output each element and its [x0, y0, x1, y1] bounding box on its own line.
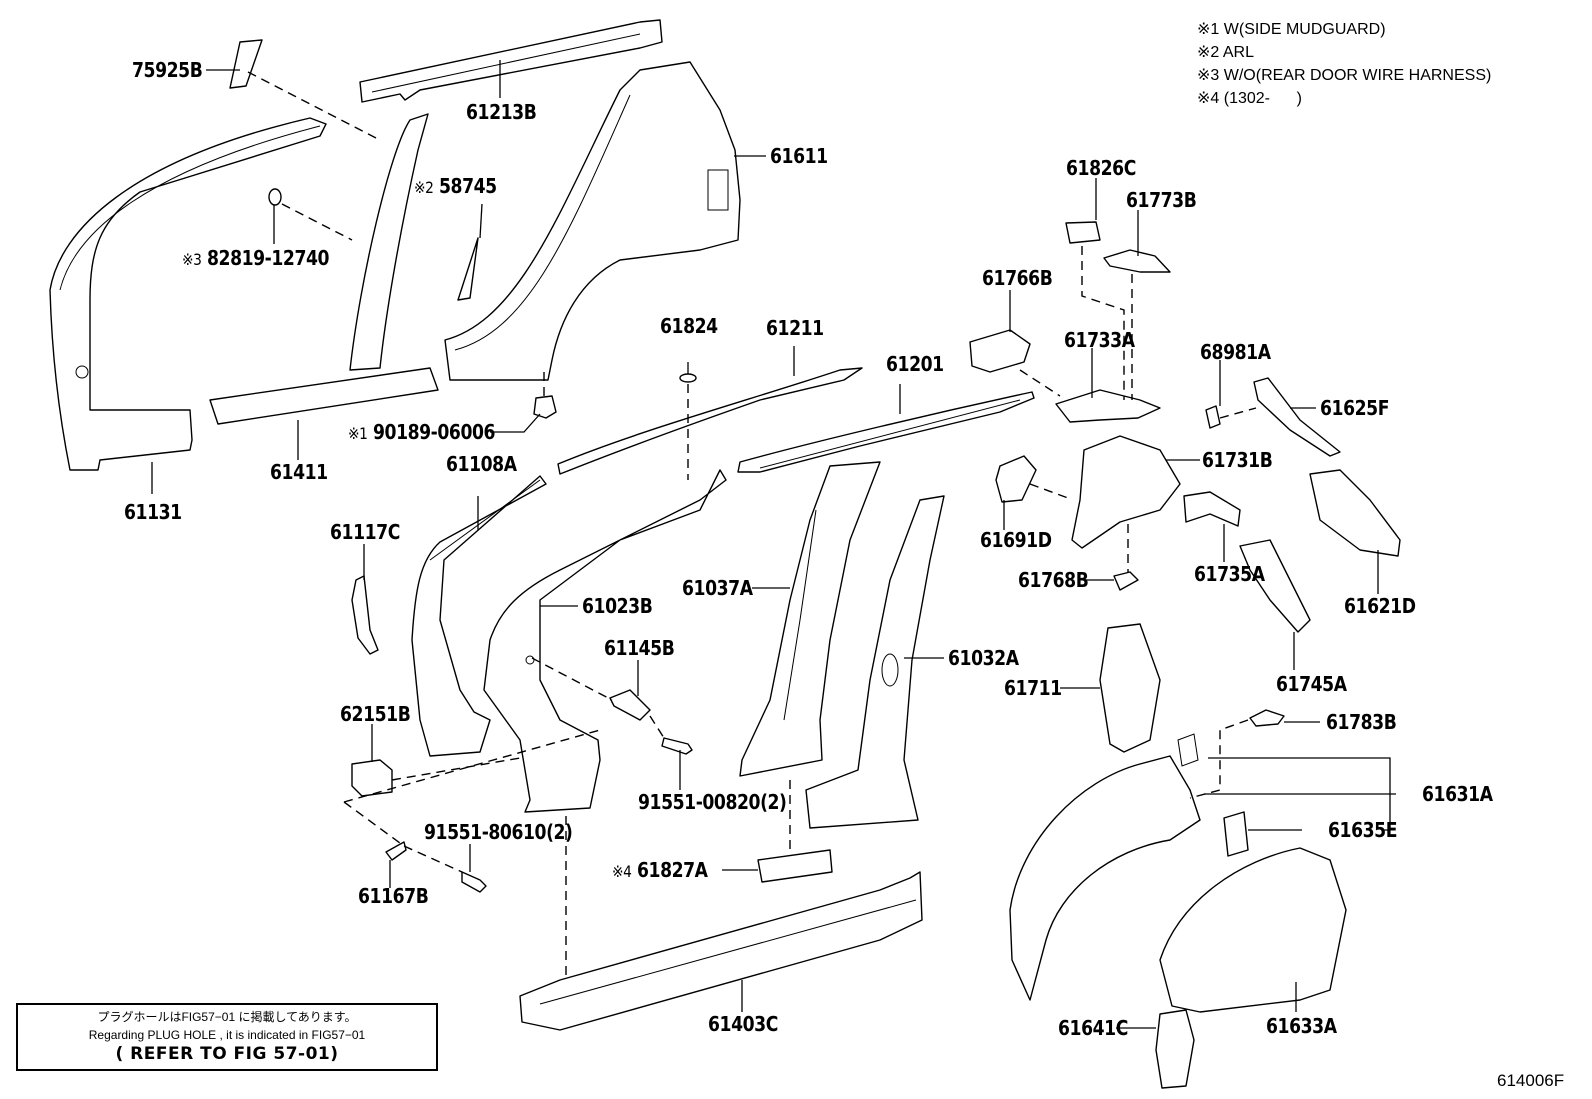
note-3: ※3 W/O(REAR DOOR WIRE HARNESS) — [1197, 67, 1492, 84]
label-62151B[interactable]: 62151B — [340, 702, 411, 726]
notes-legend: ※1 W(SIDE MUDGUARD) ※2 ARL ※3 W/O(REAR D… — [1197, 18, 1491, 110]
note-mark: ※3 — [182, 250, 202, 269]
part-61766B[interactable] — [969, 329, 1031, 373]
part-61633A[interactable] — [1159, 847, 1347, 1013]
label-61117C[interactable]: 61117C — [330, 520, 400, 544]
part-61211[interactable] — [557, 367, 863, 475]
label-61635E[interactable]: 61635E — [1328, 818, 1398, 842]
label-61633A[interactable]: 61633A — [1266, 1014, 1337, 1038]
label-61745A[interactable]: 61745A — [1276, 672, 1347, 696]
label-61735A[interactable]: 61735A — [1194, 562, 1265, 586]
part-90189-06006[interactable] — [533, 395, 557, 419]
part-82819-12740[interactable] — [268, 188, 282, 206]
part-61691D[interactable] — [995, 455, 1037, 503]
label-61037A[interactable]: 61037A — [682, 576, 753, 600]
label-61201[interactable]: 61201 — [886, 352, 944, 376]
part-61635E[interactable] — [1223, 811, 1249, 857]
part-61711[interactable] — [1099, 623, 1161, 753]
part-75925B[interactable] — [229, 39, 263, 89]
part-68981A[interactable] — [1205, 405, 1221, 429]
label-61023B[interactable]: 61023B — [582, 594, 653, 618]
label-91551-80610[interactable]: 91551-80610(2) — [424, 820, 573, 844]
note-2: ※2 ARL — [1197, 44, 1254, 61]
note-4: ※4 (1302- ) — [1197, 90, 1303, 107]
label-61211[interactable]: 61211 — [766, 316, 824, 340]
part-61037A[interactable] — [739, 461, 881, 777]
label-61403C[interactable]: 61403C — [708, 1012, 778, 1036]
label-61167B[interactable]: 61167B — [358, 884, 429, 908]
label-61611[interactable]: 61611 — [770, 144, 828, 168]
part-61411[interactable] — [209, 113, 439, 425]
label-61641C[interactable]: 61641C — [1058, 1016, 1128, 1040]
label-61827A[interactable]: ※4 61827A — [612, 858, 708, 882]
part-61731B[interactable] — [1071, 435, 1181, 549]
label-61213B[interactable]: 61213B — [466, 100, 537, 124]
label-61691D[interactable]: 61691D — [980, 528, 1052, 552]
reference-note-en: Regarding PLUG HOLE , it is indicated in… — [88, 1028, 366, 1042]
note-mark: ※4 — [612, 862, 632, 881]
part-61826C[interactable] — [1065, 221, 1101, 244]
part-58745[interactable] — [457, 237, 479, 301]
label-61411[interactable]: 61411 — [270, 460, 328, 484]
reference-link[interactable]: ( REFER TO FIG 57-01) — [115, 1044, 339, 1064]
note-mark: ※1 — [348, 424, 368, 443]
label-90189-06006[interactable]: ※1 90189-06006 — [348, 420, 496, 444]
part-61611[interactable] — [444, 61, 741, 381]
label-61631A[interactable]: 61631A — [1422, 782, 1493, 806]
label-61621D[interactable]: 61621D — [1344, 594, 1416, 618]
part-61108A[interactable] — [411, 475, 547, 757]
part-91551-80610[interactable] — [461, 871, 487, 893]
label-61625F[interactable]: 61625F — [1320, 396, 1390, 420]
note-1: ※1 W(SIDE MUDGUARD) — [1197, 21, 1386, 38]
part-62151B[interactable] — [351, 759, 393, 797]
part-61783B[interactable] — [1249, 709, 1285, 727]
label-61824[interactable]: 61824 — [660, 314, 718, 338]
label-61108A[interactable]: 61108A — [446, 452, 517, 476]
part-61641C[interactable] — [1155, 1009, 1195, 1089]
note-mark: ※2 — [414, 178, 434, 197]
label-61731B[interactable]: 61731B — [1202, 448, 1273, 472]
label-61733A[interactable]: 61733A — [1064, 328, 1135, 352]
part-61131[interactable] — [49, 117, 327, 471]
label-61766B[interactable]: 61766B — [982, 266, 1053, 290]
label-58745[interactable]: ※2 58745 — [414, 174, 497, 198]
assembly-lines — [247, 71, 1257, 978]
part-61201[interactable] — [737, 391, 1035, 473]
part-91551-00820[interactable] — [661, 737, 693, 755]
part-61768B[interactable] — [1113, 571, 1139, 591]
part-61213B[interactable] — [359, 19, 663, 103]
part-61824[interactable] — [679, 373, 697, 383]
leader-lines — [151, 60, 1396, 1029]
part-61733A[interactable] — [1055, 389, 1161, 423]
part-61827A[interactable] — [757, 849, 833, 883]
label-61711[interactable]: 61711 — [1004, 676, 1062, 700]
part-61117C[interactable] — [351, 575, 379, 655]
label-61768B[interactable]: 61768B — [1018, 568, 1089, 592]
label-82819-12740[interactable]: ※3 82819-12740 — [182, 246, 330, 270]
part-61735A[interactable] — [1183, 491, 1241, 527]
part-61167B[interactable] — [385, 841, 407, 861]
figure-number: 614006F — [1497, 1071, 1565, 1090]
label-91551-00820[interactable]: 91551-00820(2) — [638, 790, 787, 814]
reference-note-jp: プラグホールはFIG57−01 に掲載してあります。 — [97, 1010, 357, 1024]
label-75925B[interactable]: 75925B — [132, 58, 203, 82]
label-61773B[interactable]: 61773B — [1126, 188, 1197, 212]
part-61032A[interactable] — [805, 495, 945, 829]
part-61745A[interactable] — [1239, 539, 1311, 633]
label-68981A[interactable]: 68981A — [1200, 340, 1271, 364]
part-61621D[interactable] — [1309, 469, 1401, 557]
part-61023B[interactable] — [483, 469, 727, 813]
part-61145B[interactable] — [609, 689, 651, 721]
reference-box: プラグホールはFIG57−01 に掲載してあります。 Regarding PLU… — [16, 1003, 438, 1071]
label-61131[interactable]: 61131 — [124, 500, 182, 524]
part-61773B[interactable] — [1103, 249, 1171, 273]
label-61145B[interactable]: 61145B — [604, 636, 675, 660]
part-61631A[interactable] — [1009, 733, 1201, 1001]
part-61625F[interactable] — [1253, 377, 1341, 457]
part-61403C[interactable] — [519, 871, 923, 1031]
label-61032A[interactable]: 61032A — [948, 646, 1019, 670]
label-61783B[interactable]: 61783B — [1326, 710, 1397, 734]
label-61826C[interactable]: 61826C — [1066, 156, 1136, 180]
